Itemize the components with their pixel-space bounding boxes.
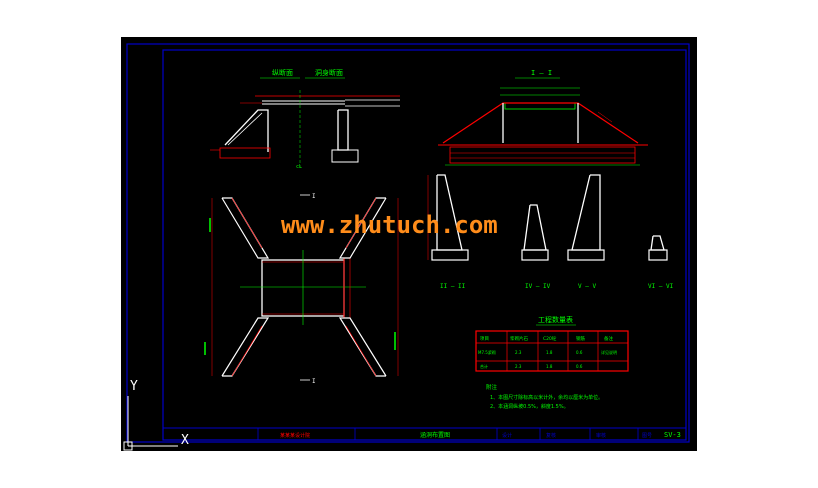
notes: 附注 1、本图尺寸除标高以米计外，余均以厘米为单位。 2、本涵洞纵坡0.5%，斜… [486,383,603,410]
quantity-table: 工程数量表 项目 浆砌片石 C20砼 钢筋 备注 M7.5浆砌 2.3 1.8 … [475,315,629,372]
sheet-number: SV-3 [664,431,681,439]
outer-frame [126,43,690,443]
table-cell-0-1: 2.3 [515,350,522,355]
wall-sections: II — II IV — IV V — V VI — VI [427,174,674,290]
table-cell-1-3: 0.6 [576,364,583,369]
title-drawing-title: 涵洞布置图 [420,431,450,439]
table-cell-0-3: 0.6 [576,350,583,355]
table-header-2: C20砼 [543,335,557,342]
longitudinal-elevation: 纵断面 洞身断面 cL [210,68,400,170]
title-cell-check: 复核 [546,432,556,439]
section-i-i: I — I [438,69,648,166]
inner-frame [162,49,687,441]
table-cell-0-2: 1.8 [546,350,553,355]
table-cell-1-1: 2.3 [515,364,522,369]
title-cell-number: 图号 [642,433,652,439]
label-section-iv: IV — IV [525,283,551,290]
title-cell-design: 设计 [502,432,512,439]
label-plan-cut-bottom: I [312,378,316,385]
label-section-v: V — V [578,283,596,290]
table-header-0: 项目 [480,336,489,342]
label-elevation-left: 纵断面 [272,68,293,77]
ucs-x-label: X [181,433,189,448]
table-header-1: 浆砌片石 [510,335,528,342]
label-section-i: I — I [531,69,552,77]
label-section-ii: II — II [440,283,466,290]
label-section-vi: VI — VI [648,283,674,290]
title-design-unit: 某某某设计院 [280,432,310,439]
table-header-4: 备注 [604,335,613,342]
table-header-3: 钢筋 [576,335,585,342]
watermark: www.zhutuch.com [281,211,498,239]
model-space [121,37,697,451]
table-cell-0-0: M7.5浆砌 [478,349,496,355]
ucs-y-label: Y [130,379,138,394]
ucs-icon: Y X [123,379,189,451]
title-cell-review: 审核 [596,432,606,439]
table-cell-1-0: 合计 [480,363,488,369]
label-elevation-right: 洞身断面 [315,68,343,77]
notes-line-1: 1、本图尺寸除标高以米计外，余均以厘米为单位。 [490,394,603,401]
notes-line-2: 2、本涵洞纵坡0.5%，斜度1.5%。 [490,403,569,410]
svg-text:cL: cL [296,164,302,170]
title-block: 某某某设计院 涵洞布置图 设计 复核 审核 图号 SV-3 [163,427,686,440]
plan-view: I I [204,193,399,385]
table-cell-1-2: 1.8 [546,364,553,369]
notes-heading: 附注 [486,383,498,391]
table-title: 工程数量表 [538,315,573,324]
label-plan-cut-top: I [312,193,316,200]
table-cell-0-4: 详见说明 [601,349,617,355]
